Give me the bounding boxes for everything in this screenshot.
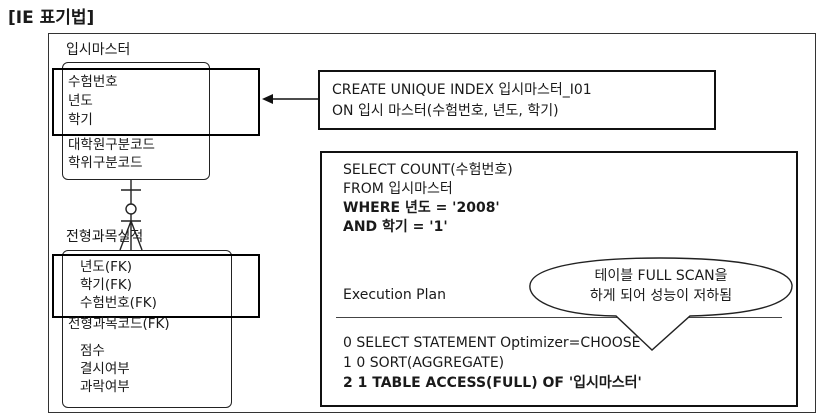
- index-line-1: CREATE UNIQUE INDEX 입시마스터_I01: [332, 82, 592, 98]
- entity2-key-highlight: [52, 254, 260, 318]
- callout-line-1: 테이블 FULL SCAN을: [594, 268, 727, 284]
- plan-line-3: 2 1 TABLE ACCESS(FULL) OF '입시마스터': [343, 375, 642, 391]
- entity2-key-attr-1: 년도(FK): [80, 259, 132, 275]
- entity1-title: 입시마스터: [66, 42, 131, 58]
- index-arrow-head: [262, 94, 273, 104]
- entity2-key-attr-2: 학기(FK): [80, 277, 132, 293]
- plan-line-1: 0 SELECT STATEMENT Optimizer=CHOOSE: [343, 335, 641, 351]
- entity1-attr-1: 대학원구분코드: [68, 137, 155, 153]
- entity2-key-attr-4: 전형과목코드(FK): [68, 316, 170, 332]
- plan-divider: [336, 317, 782, 318]
- figure-frame: [48, 33, 816, 413]
- entity2-box: [62, 250, 232, 408]
- index-box: [318, 70, 716, 130]
- callout-line-2: 하게 되어 성능이 저하됨: [590, 288, 732, 304]
- entity1-key-attr-2: 년도: [68, 93, 93, 109]
- entity2-attr-2: 결시여부: [80, 361, 130, 377]
- sql-line-1: SELECT COUNT(수험번호): [343, 162, 513, 178]
- relationship-crow-left: [119, 220, 132, 251]
- entity1-box: [62, 62, 210, 180]
- entity2-attr-3: 과락여부: [80, 379, 130, 395]
- heading: [IE 표기법]: [8, 8, 95, 28]
- entity1-key-highlight: [52, 68, 260, 136]
- execution-plan-label: Execution Plan: [343, 287, 446, 303]
- sql-box: [320, 151, 798, 407]
- relationship-crow-right: [130, 220, 143, 251]
- entity1-attr-2: 학위구분코드: [68, 155, 143, 171]
- entity1-key-attr-3: 학기: [68, 112, 93, 128]
- callout-bubble: [529, 257, 793, 351]
- index-line-2: ON 입시 마스터(수험번호, 년도, 학기): [332, 103, 559, 119]
- sql-line-3: WHERE 년도 = '2008': [343, 200, 500, 216]
- sql-line-2: FROM 입시마스터: [343, 181, 453, 197]
- entity1-key-attr-1: 수험번호: [68, 74, 118, 90]
- entity2-key-attr-3: 수험번호(FK): [80, 295, 157, 311]
- sql-line-4: AND 학기 = '1': [343, 219, 448, 235]
- plan-line-2: 1 0 SORT(AGGREGATE): [343, 355, 505, 371]
- relationship-optional-circle: [125, 203, 137, 215]
- entity2-attr-1: 점수: [80, 343, 105, 359]
